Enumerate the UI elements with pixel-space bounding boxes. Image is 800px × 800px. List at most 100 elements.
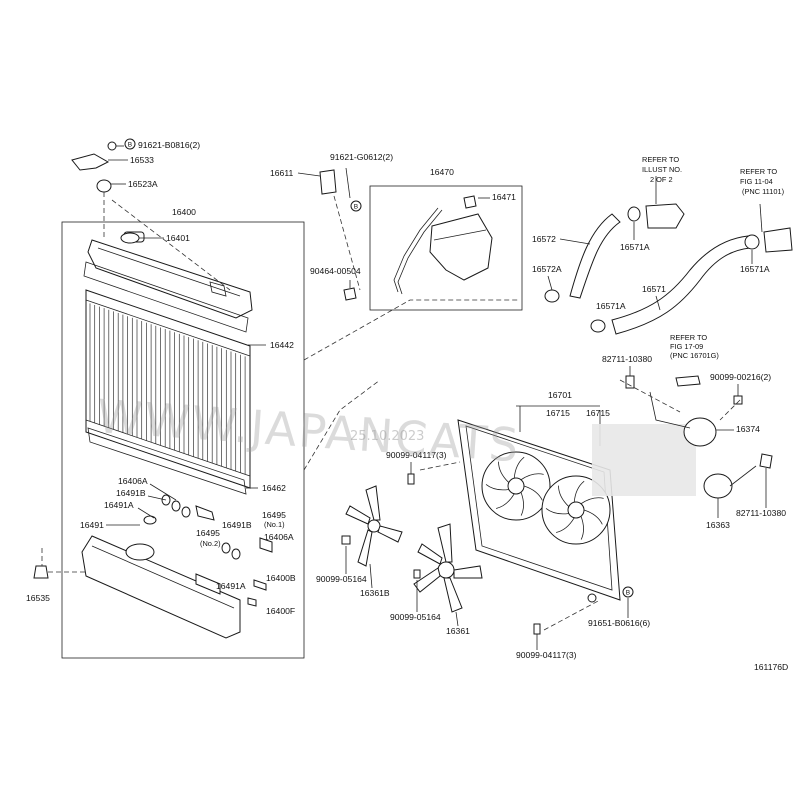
watermark-date: 25.10.2023: [350, 429, 424, 444]
shroud-fan-blade: [580, 497, 604, 505]
radiator-labels: B 91621-B0816(2) 16533 16523A 16400 1640…: [26, 138, 296, 616]
cushion-16523A: [96, 179, 112, 193]
shroud-fan-blade: [583, 509, 603, 525]
label-16571A-3: 16571A: [596, 301, 626, 311]
refer-pad: [675, 375, 701, 387]
label-16462: 16462: [262, 483, 286, 493]
label-16495-a-note: (No.2): [200, 539, 221, 548]
label-16471: 16471: [492, 192, 516, 202]
shroud-fan-blade: [485, 484, 509, 491]
drain-fittings: [143, 494, 273, 607]
label-16495-b-note: (No.1): [264, 520, 285, 529]
label-16495-b: 16495: [262, 510, 286, 520]
callout-b-3: B: [626, 590, 630, 597]
shroud-fan-blade: [520, 492, 524, 516]
watermark-text: WWW.JAPANCATS: [95, 389, 522, 472]
refer-fig1104-line2: FIG 11-04: [740, 177, 773, 186]
label-16571A-1: 16571A: [620, 242, 650, 252]
label-90099-05164-1: 90099-05164: [316, 574, 367, 584]
shroud-fan-blade: [513, 456, 525, 479]
label-91651-b0616: 91651-B0616(6): [588, 618, 650, 628]
bracket-16611: [319, 169, 337, 195]
label-16491A-2: 16491A: [216, 581, 246, 591]
label-16491B-2: 16491B: [222, 520, 252, 530]
label-16400B: 16400B: [266, 573, 296, 583]
label-16571A-2: 16571A: [740, 264, 770, 274]
gasket-lower: [87, 427, 247, 495]
radiator-assembly: [33, 141, 305, 659]
label-16535: 16535: [26, 593, 50, 603]
label-16495-a: 16495: [196, 528, 220, 538]
connector-82711-1: [625, 375, 635, 389]
fan-shroud-labels: 82711-10380 REFER TO FIG 17-09 (PNC 1670…: [316, 333, 786, 660]
clamp-16572A: [544, 289, 560, 303]
callout-b-2: B: [354, 204, 358, 211]
hoses-section: [544, 176, 793, 335]
shroud-fan-blade: [496, 493, 515, 509]
label-16491: 16491: [80, 520, 104, 530]
shroud-fan-blade: [556, 517, 575, 533]
bolt-91621-b0816: [107, 141, 117, 151]
clip-90099-00216: [733, 395, 743, 405]
label-16491B-1: 16491B: [116, 488, 146, 498]
reservoir-tank-16470: [429, 213, 493, 281]
label-16572: 16572: [532, 234, 556, 244]
overflow-hose: [393, 207, 439, 293]
label-16470: 16470: [430, 167, 454, 177]
refer-fig1104-line1: REFER TO: [740, 167, 777, 176]
label-91621-b0816: 91621-B0816(2): [138, 140, 200, 150]
label-16715-2: 16715: [586, 408, 610, 418]
shroud-fan-blade: [558, 485, 570, 507]
label-82711-10380-1: 82711-10380: [602, 354, 652, 364]
refer-illust-line2: ILLUST NO.: [642, 165, 682, 174]
label-16406A-1: 16406A: [118, 476, 148, 486]
refer-fig1709-line1: REFER TO: [670, 333, 707, 342]
radiator-cap-16401: [120, 232, 140, 244]
shroud-fan-blade: [545, 508, 569, 515]
water-outlet: [645, 203, 685, 229]
shroud-fan-blade: [523, 485, 543, 501]
label-16361B: 16361B: [360, 588, 390, 598]
reservoir-panel-frame: [369, 185, 523, 311]
label-16701: 16701: [548, 390, 572, 400]
figure-code: 161176D: [754, 662, 788, 672]
label-16715-1: 16715: [546, 408, 570, 418]
upper-tank: [87, 239, 253, 319]
label-16523A: 16523A: [128, 179, 158, 189]
label-90099-00216: 90099-00216(2): [710, 372, 771, 382]
refer-fig1709-line2: FIG 17-09: [670, 342, 703, 351]
label-82711-10380-2: 82711-10380: [736, 508, 786, 518]
reservoir-section: B: [319, 167, 523, 311]
label-16400: 16400: [172, 207, 196, 217]
refer-fig1104-line3: (PNC 11101): [742, 187, 784, 196]
hose-labels: REFER TO ILLUST NO. 2 OF 2 REFER TO FIG …: [532, 155, 784, 311]
label-16401: 16401: [166, 233, 190, 243]
label-90099-05164-2: 90099-05164: [390, 612, 441, 622]
label-16491A-1: 16491A: [104, 500, 134, 510]
label-16406A-2: 16406A: [264, 532, 294, 542]
radiator-core: [85, 289, 251, 489]
clamp-16571A-2: [744, 234, 760, 250]
radiator-panel-frame: [61, 221, 305, 659]
connector-82711-2: [759, 453, 773, 469]
refer-illust-line1: REFER TO: [642, 155, 679, 164]
refer-illust-line3: 2 OF 2: [650, 175, 673, 184]
shroud-fan-blade: [498, 461, 510, 483]
label-16361: 16361: [446, 626, 470, 636]
shroud-fan-blade: [520, 473, 544, 481]
fan-16361B: [341, 485, 403, 567]
fan-motor-16363: [703, 473, 733, 499]
reservoir-labels: 16611 91621-G0612(2) 16470 16471 90464-0…: [270, 152, 516, 288]
lower-tank: [81, 535, 241, 639]
label-16400F: 16400F: [266, 606, 295, 616]
reservoir-cap-16471: [463, 195, 477, 209]
label-16374: 16374: [736, 424, 760, 434]
lower-tank-outlet: [125, 543, 155, 561]
label-16571: 16571: [642, 284, 666, 294]
fan-motor-16374: [683, 417, 717, 447]
clamp-90464: [343, 287, 357, 301]
label-90464-00504: 90464-00504: [310, 266, 361, 276]
label-16533: 16533: [130, 155, 154, 165]
fan-shroud-assembly: B: [303, 299, 773, 635]
label-16442: 16442: [270, 340, 294, 350]
